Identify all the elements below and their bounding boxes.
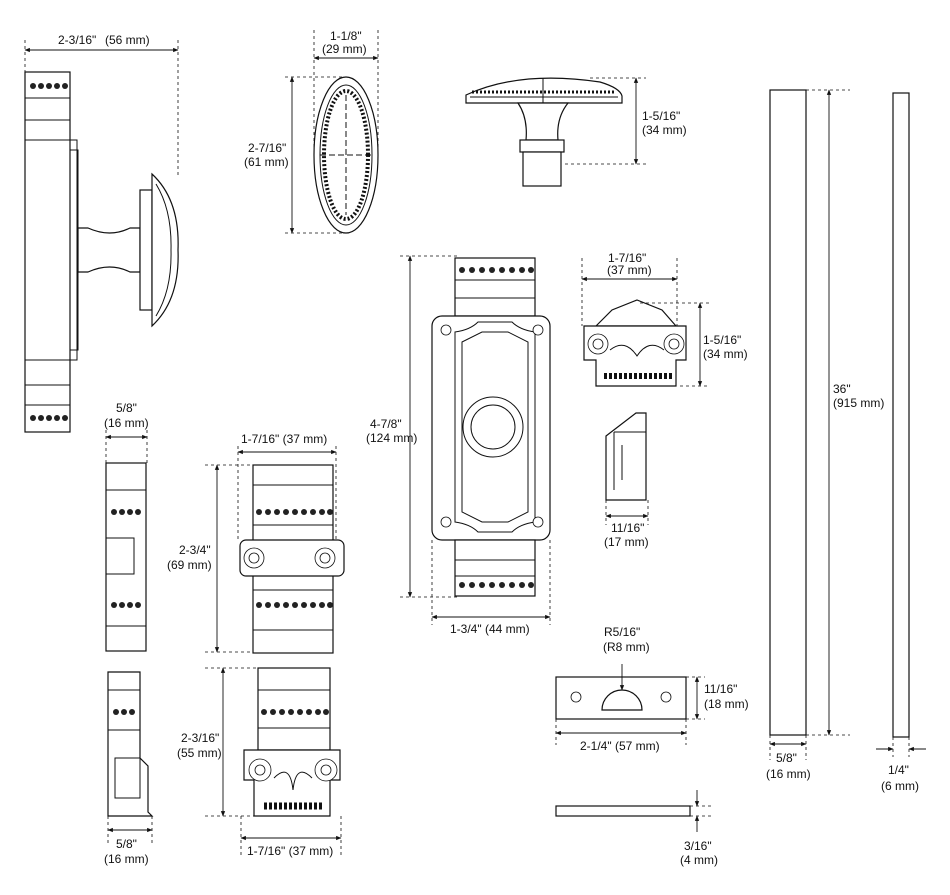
top-cap: 1-7/16" (37 mm) 1-5/16" (34 mm) 11/16" (… [581,251,748,549]
dim-bottom-height-mm: (55 mm) [177,746,222,760]
knob: 1-5/16" (34 mm) [465,77,687,187]
bottom-bead-row [261,709,329,715]
dim-midside-width-mm: (16 mm) [104,416,149,430]
dim-knob-height-label: 1-5/16" [642,109,680,123]
middle-guide-side: 5/8" (16 mm) [104,401,149,652]
dim-topcap-height-label: 1-5/16" [703,333,741,347]
dim-strike-height-mm: (18 mm) [704,697,749,711]
dim-plate-width-label: 1-3/4" (44 mm) [450,622,530,636]
dim-topcap-width-label: 1-7/16" [608,251,646,265]
plate-bead-row-top [459,267,534,273]
dim-bottomside-width-label: 5/8" [116,837,137,851]
mid-bead-row-top [256,509,333,515]
dim-bar-width-mm: (16 mm) [766,767,811,781]
side-bead-row-top [30,83,68,89]
dim-side-width-mm: (56 mm) [105,33,150,47]
dim-strip-thickness-mm: (4 mm) [680,853,718,867]
bottom-guide-front: 2-3/16" (55 mm) 1-7/16" (37 mm) [177,667,342,858]
thin-rod: 1/4" (6 mm) [876,92,926,793]
dim-mid-height-mm: (69 mm) [167,558,212,572]
middle-guide-front: 1-7/16" (37 mm) 2-3/4" (69 mm) [167,432,345,654]
dim-rosette-width-label: 1-1/8" [330,29,362,43]
plate-bead-row-bottom [459,582,534,588]
dim-bottomside-width-mm: (16 mm) [104,852,149,866]
side-view-assembly: 2-3/16" (56 mm) [24,33,179,433]
strike-plate: R5/16" (R8 mm) 11/16" (18 mm) 2-1/4" (57… [555,625,749,753]
dim-rod-width-label: 1/4" [888,763,909,777]
dim-side-width-label: 2-3/16" [58,33,96,47]
oval-rosette: 1-1/8" (29 mm) 2-7/16" (61 mm) [244,29,379,234]
dim-rosette-width-mm: (29 mm) [322,42,367,56]
dim-bar-length-mm: (915 mm) [833,396,884,410]
dim-mid-width-label: 1-7/16" (37 mm) [241,432,327,446]
bottom-guide-side: 5/8" (16 mm) [104,671,154,866]
dim-bottom-width-label: 1-7/16" (37 mm) [247,844,333,858]
dim-topcap-side-mm: (17 mm) [604,535,649,549]
dim-plate-height-mm: (124 mm) [366,431,417,445]
dim-plate-height-label: 4-7/8" [370,417,402,431]
dim-bottom-height-label: 2-3/16" [181,731,219,745]
dim-midside-width-label: 5/8" [116,401,137,415]
dim-strike-radius-label: R5/16" [604,625,640,639]
dim-mid-height-label: 2-3/4" [179,543,211,557]
backplate: 4-7/8" (124 mm) 1-3/4" (44 mm) [366,255,551,636]
dim-rosette-height-label: 2-7/16" [248,141,286,155]
dim-rosette-height-mm: (61 mm) [244,155,289,169]
dim-strike-radius-mm: (R8 mm) [603,640,650,654]
dim-strike-width-label: 2-1/4" (57 mm) [580,739,660,753]
side-bead-row-bottom [30,415,68,421]
thin-strip: 3/16" (4 mm) [555,790,718,867]
long-bar: 36" (915 mm) 5/8" (16 mm) [766,89,884,781]
dim-topcap-side-label: 11/16" [611,521,644,535]
dim-strike-height-label: 11/16" [704,682,737,696]
dim-knob-height-mm: (34 mm) [642,123,687,137]
mid-bead-row-bottom [256,602,333,608]
dim-strip-thickness-label: 3/16" [684,839,712,853]
dim-topcap-width-mm: (37 mm) [607,263,652,277]
dim-bar-length-label: 36" [833,382,851,396]
dim-bar-width-label: 5/8" [776,751,797,765]
dim-topcap-height-mm: (34 mm) [703,347,748,361]
dim-rod-width-mm: (6 mm) [881,779,919,793]
